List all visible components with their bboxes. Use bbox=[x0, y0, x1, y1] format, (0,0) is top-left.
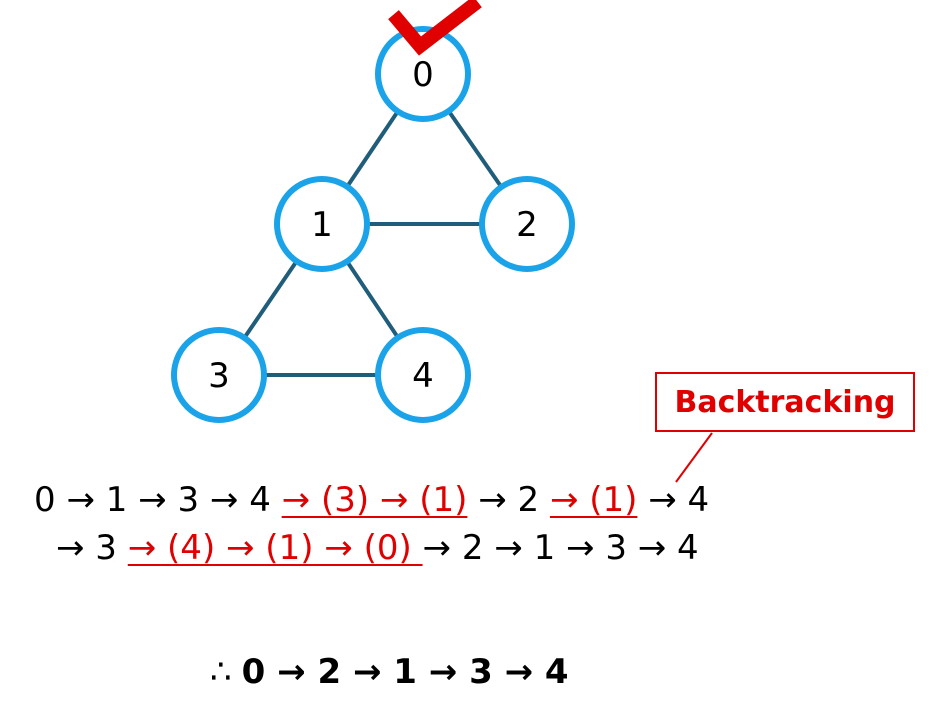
node-label: 3 bbox=[208, 356, 230, 396]
callout-pointer bbox=[675, 432, 713, 483]
node-1: 1 bbox=[274, 176, 370, 272]
node-2: 2 bbox=[479, 176, 575, 272]
result-path: ∴0 → 2 → 1 → 3 → 4 bbox=[210, 650, 569, 694]
backtrack-segment: → (4) → (1) → (0) bbox=[127, 528, 423, 568]
node-label: 2 bbox=[516, 205, 538, 245]
sequence-segment: 0 → 1 → 3 → 4 bbox=[34, 480, 282, 520]
node-circle bbox=[274, 176, 370, 272]
sequence-segment: → 4 bbox=[637, 480, 710, 520]
graph-nodes: 0 1 2 3 4 bbox=[171, 26, 575, 423]
node-0: 0 bbox=[375, 26, 471, 122]
sequence-line-1: 0 → 1 → 3 → 4 → (3) → (1) → 2 → (1) → 4 bbox=[34, 480, 709, 520]
node-circle bbox=[375, 327, 471, 423]
node-circle bbox=[479, 176, 575, 272]
node-label: 0 bbox=[412, 55, 434, 95]
node-circle bbox=[171, 327, 267, 423]
node-circle bbox=[375, 26, 471, 122]
visited-check-icon bbox=[388, 0, 482, 56]
backtracking-label: Backtracking bbox=[674, 384, 896, 420]
sequence-segment: → 3 bbox=[56, 528, 128, 568]
node-label: 1 bbox=[311, 205, 333, 245]
therefore-symbol: ∴ bbox=[210, 652, 232, 692]
sequence-segment: → 2 → 1 → 3 → 4 bbox=[422, 528, 699, 568]
sequence-segment: → 2 bbox=[467, 480, 550, 520]
backtracking-callout: Backtracking bbox=[655, 372, 915, 432]
backtrack-segment: → (3) → (1) bbox=[281, 480, 468, 520]
hamiltonian-path: 0 → 2 → 1 → 3 → 4 bbox=[241, 652, 569, 692]
node-3: 3 bbox=[171, 327, 267, 423]
backtrack-segment: → (1) bbox=[549, 480, 638, 520]
sequence-line-2: → 3 → (4) → (1) → (0) → 2 → 1 → 3 → 4 bbox=[56, 528, 699, 568]
node-4: 4 bbox=[375, 327, 471, 423]
node-label: 4 bbox=[412, 356, 434, 396]
